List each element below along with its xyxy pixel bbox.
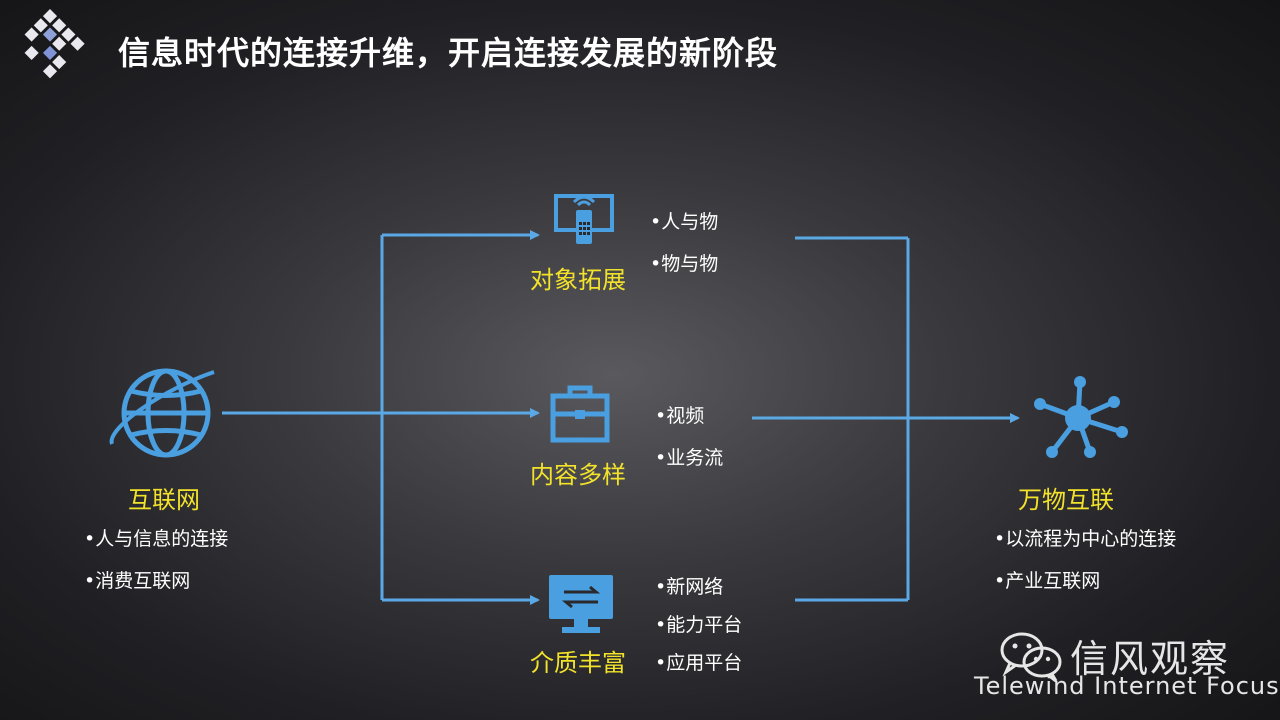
bullet-item: •应用平台 xyxy=(655,652,743,674)
bullet-item: •视频 xyxy=(655,405,705,427)
watermark-cn: 信风观察 xyxy=(1070,637,1231,681)
bullet-item: •能力平台 xyxy=(655,614,743,636)
network-hub-icon xyxy=(1034,376,1128,458)
bullet-item: •人与信息的连接 xyxy=(84,528,229,550)
bullet-item: •消费互联网 xyxy=(84,570,191,592)
source-label: 互联网 xyxy=(128,486,200,514)
branch-1-label: 对象拓展 xyxy=(530,266,626,294)
toolbox-icon xyxy=(550,385,610,443)
bullet-item: •新网络 xyxy=(655,576,724,598)
branch-3-label: 介质丰富 xyxy=(530,649,626,677)
monitor-exchange-icon xyxy=(549,575,613,633)
bullet-item: •以流程为中心的连接 xyxy=(994,528,1177,550)
logo-icon xyxy=(24,9,85,79)
bullet-item: •人与物 xyxy=(650,211,719,233)
target-label: 万物互联 xyxy=(1018,486,1114,514)
wechat-icon xyxy=(1000,632,1062,683)
bullet-item: •物与物 xyxy=(650,253,719,275)
watermark-en: Telewind Internet Focus xyxy=(974,672,1280,700)
bullet-item: •业务流 xyxy=(655,447,724,469)
bullet-item: •产业互联网 xyxy=(994,570,1101,592)
globe-icon xyxy=(109,368,215,458)
page-title: 信息时代的连接升维，开启连接发展的新阶段 xyxy=(118,34,779,72)
mobile-remote-icon xyxy=(554,194,614,244)
branch-2-label: 内容多样 xyxy=(530,461,626,489)
